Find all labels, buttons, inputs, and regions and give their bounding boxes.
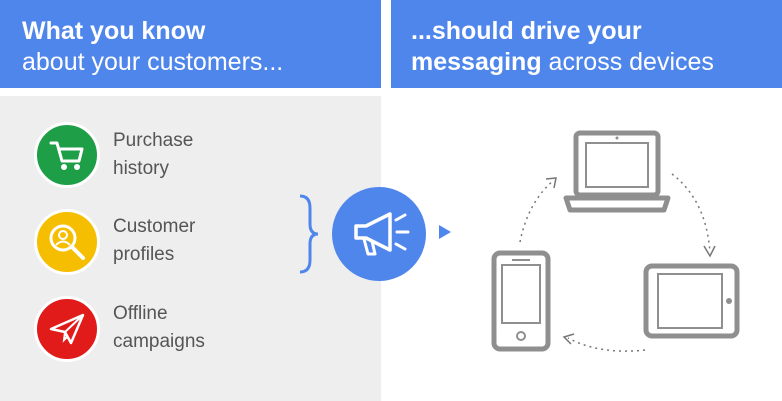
device-cycle (491, 130, 740, 352)
item-label-line2: profiles (113, 244, 175, 265)
right-header-rest: across devices (541, 48, 714, 76)
laptop-icon (563, 130, 671, 213)
left-header-line2: about your customers... (22, 48, 284, 76)
phone-icon (491, 250, 551, 352)
item-label-line1: Customer (113, 216, 196, 237)
profile-search-icon (34, 209, 100, 275)
item-customer-profiles: Customer profiles (113, 213, 195, 269)
item-label-line2: campaigns (113, 331, 205, 352)
right-header-line1: ...should drive your (411, 17, 642, 45)
paper-plane-icon (34, 296, 100, 362)
item-label-line2: history (113, 158, 169, 179)
item-purchase-history: Purchase history (113, 127, 193, 183)
flow-arrow (439, 225, 451, 239)
brace-connector (299, 194, 319, 274)
right-header-banner: ...should drive your messaging across de… (391, 0, 782, 88)
right-header-bold-word: messaging (411, 48, 542, 76)
tablet-icon (643, 263, 740, 339)
cycle-arrows (519, 173, 716, 352)
shopping-cart-icon (34, 122, 100, 188)
left-header-line1: What you know (22, 17, 206, 45)
left-header-banner: What you know about your customers... (0, 0, 381, 88)
item-label-line1: Purchase (113, 130, 194, 151)
right-header-line2: messaging across devices (411, 47, 782, 78)
item-offline-campaigns: Offline campaigns (113, 300, 205, 356)
megaphone-icon (332, 187, 426, 281)
item-label-line1: Offline (113, 303, 168, 324)
